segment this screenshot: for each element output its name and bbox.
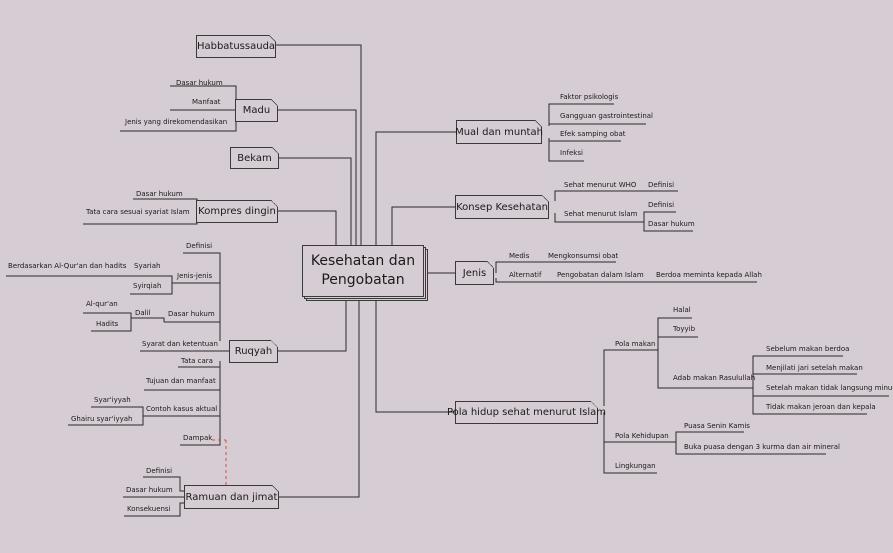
leaf-konsep-islam-definisi[interactable]: Definisi — [648, 201, 675, 209]
leaf-konsep-who[interactable]: Sehat menurut WHO — [564, 181, 637, 189]
leaf-pola-halal[interactable]: Halal — [673, 306, 691, 314]
central-topic-line1: Kesehatan dan — [310, 253, 416, 269]
leaf-jenis-berdoa[interactable]: Berdoa meminta kepada Allah — [656, 271, 762, 279]
topic-mual-dan-muntah[interactable]: Mual dan muntah — [455, 120, 543, 144]
leaf-pola-adab[interactable]: Adab makan Rasulullah — [673, 374, 756, 382]
leaf-pola-makan[interactable]: Pola makan — [615, 340, 656, 348]
leaf-mual-infeksi[interactable]: Infeksi — [560, 149, 583, 157]
leaf-konsep-islam-dasar[interactable]: Dasar hukum — [648, 220, 695, 228]
link-konsep — [391, 206, 455, 245]
leaf-pola-toyyib[interactable]: Toyyib — [673, 325, 696, 333]
link-kompres — [278, 210, 337, 245]
leaf-ruqyah-dalil[interactable]: Dalil — [135, 309, 151, 317]
topic-bekam[interactable]: Bekam — [230, 147, 279, 169]
leaf-ramuan-definisi[interactable]: Definisi — [146, 467, 173, 475]
leaf-ruqyah-dasar-hukum[interactable]: Dasar hukum — [168, 310, 215, 318]
central-topic-line2: Pengobatan — [321, 272, 405, 288]
leaf-mual-gangguan[interactable]: Gangguan gastrointestinal — [560, 112, 653, 120]
topic-kompres-dingin[interactable]: Kompres dingin — [196, 200, 278, 223]
leaf-mual-faktor[interactable]: Faktor psikologis — [560, 93, 619, 101]
leaf-pola-kehidupan[interactable]: Pola Kehidupan — [615, 432, 669, 440]
link-pola — [375, 297, 455, 413]
leaf-ruqyah-contoh[interactable]: Contoh kasus aktual — [146, 405, 218, 413]
leaf-pola-buka[interactable]: Buka puasa dengan 3 kurma dan air minera… — [684, 443, 840, 451]
link-habbatussauda — [276, 44, 362, 245]
topic-madu[interactable]: Madu — [235, 99, 278, 122]
topic-ramuan-dan-jimat[interactable]: Ramuan dan jimat — [184, 485, 279, 509]
leaf-ruqyah-definisi[interactable]: Definisi — [186, 242, 213, 250]
leaf-madu-jenis[interactable]: Jenis yang direkomendasikan — [125, 118, 228, 126]
leaf-madu-manfaat[interactable]: Manfaat — [192, 98, 221, 106]
link-bekam — [279, 157, 352, 245]
leaf-jenis-medis[interactable]: Medis — [509, 252, 530, 260]
leaf-pola-tidak[interactable]: Tidak makan jeroan dan kepala — [766, 403, 876, 411]
leaf-ruqyah-tujuan[interactable]: Tujuan dan manfaat — [146, 377, 216, 385]
leaf-jenis-pengobatan[interactable]: Pengobatan dalam Islam — [557, 271, 644, 279]
leaf-konsep-who-definisi[interactable]: Definisi — [648, 181, 675, 189]
leaf-kompres-tata-cara[interactable]: Tata cara sesuai syariat Islam — [86, 208, 190, 216]
leaf-ruqyah-hadits[interactable]: Hadits — [96, 320, 119, 328]
leaf-pola-lingkungan[interactable]: Lingkungan — [615, 462, 656, 470]
leaf-jenis-alternatif[interactable]: Alternatif — [509, 271, 542, 279]
leaf-ruqyah-dampak[interactable]: Dampak — [183, 434, 213, 442]
leaf-jenis-mengkonsumsi[interactable]: Mengkonsumsi obat — [548, 252, 619, 260]
leaf-ruqyah-syaryyah[interactable]: Syar'iyyah — [94, 396, 131, 404]
link-mual — [375, 131, 456, 245]
link-madu — [278, 109, 357, 245]
leaf-madu-dasar-hukum[interactable]: Dasar hukum — [176, 79, 223, 87]
leaf-pola-menjilati[interactable]: Menjilati jari setelah makan — [766, 364, 863, 372]
leaf-ramuan-konsekuensi[interactable]: Konsekuensi — [127, 505, 171, 513]
leaf-ruqyah-jenis-jenis[interactable]: Jenis-jenis — [177, 272, 213, 280]
leaf-ruqyah-syirqiah[interactable]: Syirqiah — [133, 282, 162, 290]
leaf-pola-setelah[interactable]: Setelah makan tidak langsung minum — [766, 384, 893, 392]
central-topic[interactable]: Kesehatan dan Pengobatan — [302, 245, 424, 297]
topic-jenis[interactable]: Jenis — [455, 261, 494, 285]
leaf-ruqyah-syariah[interactable]: Syariah — [134, 262, 161, 270]
topic-habbatussauda[interactable]: Habbatussauda — [196, 35, 276, 58]
leaf-ruqyah-syarat[interactable]: Syarat dan ketentuan — [142, 340, 218, 348]
leaf-pola-sebelum[interactable]: Sebelum makan berdoa — [766, 345, 850, 353]
topic-pola-hidup-sehat[interactable]: Pola hidup sehat menurut Islam — [447, 401, 606, 424]
leaf-ruqyah-alquran[interactable]: Al-qur'an — [86, 300, 118, 308]
topic-konsep-kesehatan[interactable]: Konsep Kesehatan — [455, 195, 549, 219]
topic-ruqyah[interactable]: Ruqyah — [229, 340, 278, 363]
leaf-ramuan-dasar-hukum[interactable]: Dasar hukum — [126, 486, 173, 494]
link-ruqyah — [278, 297, 347, 352]
leaf-kompres-dasar-hukum[interactable]: Dasar hukum — [136, 190, 183, 198]
leaf-ruqyah-tata-cara[interactable]: Tata cara — [181, 357, 213, 365]
leaf-ruqyah-berdasarkan[interactable]: Berdasarkan Al-Qur'an dan hadits — [8, 262, 127, 270]
leaf-pola-puasa[interactable]: Puasa Senin Kamis — [684, 422, 750, 430]
leaf-mual-efek[interactable]: Efek samping obat — [560, 130, 626, 138]
link-ramuan — [279, 297, 360, 498]
leaf-ruqyah-ghairu[interactable]: Ghairu syar'iyyah — [71, 415, 133, 423]
leaf-konsep-islam[interactable]: Sehat menurut Islam — [564, 210, 638, 218]
